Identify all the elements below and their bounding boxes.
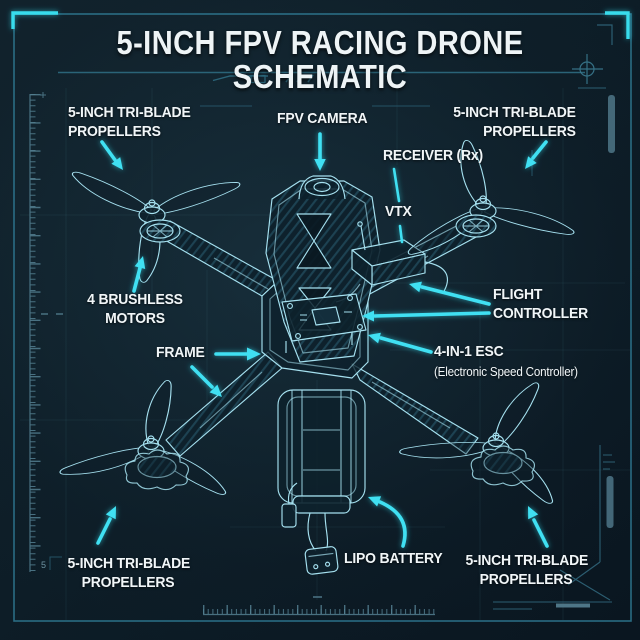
callout-line: 5-INCH TRI-BLADE (453, 104, 576, 121)
vtx-receiver-part (335, 221, 448, 303)
arrow-prop-bottom-right-icon (528, 506, 549, 548)
arrow-flight-controller-upper-icon (409, 281, 491, 306)
callout-esc-sub: (Electronic Speed Controller) (434, 365, 578, 379)
schematic-title: 5-INCH FPV RACING DRONE SCHEMATIC (116, 24, 524, 95)
propeller-rear-left (59, 380, 227, 495)
callout-line: PROPELLERS (479, 571, 573, 588)
callout-line: PROPELLERS (81, 574, 175, 591)
drone-arm-rear-right (351, 363, 479, 455)
callout-receiver: RECEIVER (Rx) (383, 147, 483, 164)
lipo-battery-part (277, 389, 366, 514)
callout-prop-bottom-left: 5-INCH TRI-BLADE PROPELLERS (67, 554, 191, 592)
battery-connector-part (281, 482, 339, 575)
callout-prop-top-right: 5-INCH TRI-BLADE PROPELLERS (453, 103, 576, 141)
arrow-prop-top-right-icon (525, 140, 548, 169)
right-hud-decor-bottom (493, 445, 615, 610)
right-hud-decor-top (578, 87, 615, 153)
outer-border (13, 13, 632, 622)
arrow-prop-bottom-left-icon (96, 506, 116, 545)
arrow-lipo-battery-icon (368, 496, 407, 548)
fpv-camera-part (298, 175, 346, 200)
callout-arrows (96, 132, 549, 548)
callout-line: PROPELLERS (483, 123, 576, 140)
callout-flight-controller: FLIGHT CONTROLLER (493, 285, 588, 323)
callout-brushless-motors: 4 BRUSHLESS MOTORS (79, 290, 191, 328)
callout-prop-bottom-right: 5-INCH TRI-BLADE PROPELLERS (465, 551, 589, 589)
arrow-frame-right-icon (214, 347, 261, 361)
inner-corner-accent (597, 24, 613, 45)
arrow-brushless-motors-icon (132, 256, 146, 293)
flight-controller-part (281, 293, 367, 353)
left-ruler (29, 92, 63, 572)
corner-bracket-top-right-icon (605, 11, 630, 39)
callout-esc: 4-IN-1 ESC (434, 343, 504, 360)
arrow-fpv-camera-icon (314, 132, 326, 171)
callout-vtx: VTX (385, 203, 412, 220)
callout-line: 5-INCH TRI-BLADE (67, 555, 191, 572)
callout-line: 5-INCH TRI-BLADE (465, 552, 589, 569)
callout-line: 4 BRUSHLESS (87, 291, 183, 308)
arrow-frame-down-icon (190, 365, 222, 397)
callout-line: 5-INCH TRI-BLADE (68, 104, 191, 121)
propeller-front-right (407, 140, 575, 255)
ruler-scale-label: 5 (41, 560, 47, 570)
corner-bracket-top-left-icon (11, 11, 58, 29)
callout-line: MOTORS (105, 310, 165, 327)
blueprint-grid (20, 88, 630, 620)
callout-line: FLIGHT (493, 286, 543, 303)
arrow-esc-icon (368, 332, 433, 354)
callout-line: PROPELLERS (68, 123, 161, 140)
receiver-pointer-line (392, 167, 404, 244)
crosshair-icon (572, 54, 603, 84)
callout-lipo-battery: LIPO BATTERY (344, 550, 443, 567)
callout-frame: FRAME (156, 344, 205, 361)
callout-line: CONTROLLER (493, 305, 589, 322)
drone-arm-rear-left (165, 351, 283, 457)
arrow-prop-top-left-icon (100, 140, 123, 170)
title-rule (58, 71, 585, 84)
callout-fpv-camera: FPV CAMERA (277, 110, 368, 127)
arrow-flight-controller-lower-icon (362, 310, 491, 322)
drone-schematic (59, 140, 575, 575)
propeller-rear-right (399, 382, 554, 504)
callout-prop-top-left: 5-INCH TRI-BLADE PROPELLERS (68, 103, 191, 141)
bottom-ruler (203, 596, 435, 616)
